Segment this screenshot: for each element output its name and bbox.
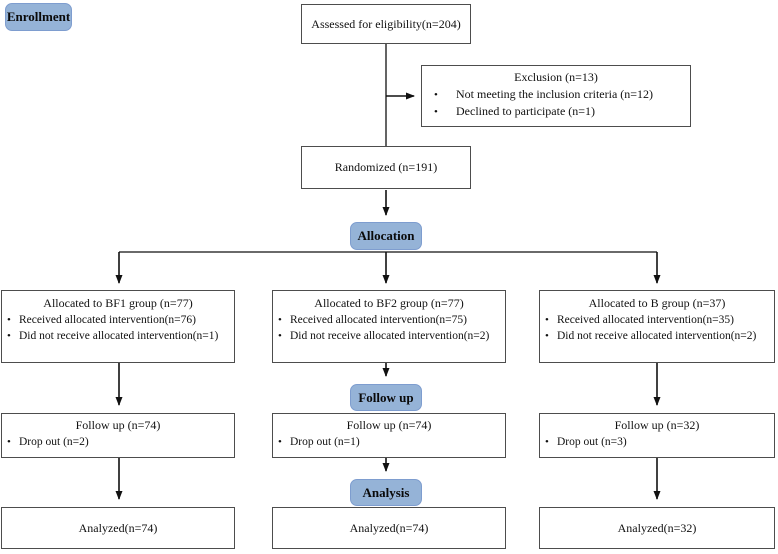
allocated-bullet-row: • Received allocated intervention(n=75): [273, 312, 505, 328]
follow-up-box-bf2: Follow up (n=74) • Drop out (n=1): [272, 413, 506, 458]
exclusion-bullet-text: Not meeting the inclusion criteria (n=12…: [456, 86, 654, 101]
bullet-icon: •: [7, 330, 11, 343]
allocated-bullet-text: Received allocated intervention(n=75): [290, 313, 467, 326]
allocated-bullet-text: Did not receive allocated intervention(n…: [290, 330, 490, 343]
bullet-icon: •: [7, 435, 11, 448]
bullet-icon: •: [278, 330, 282, 343]
follow-up-box-b: Follow up (n=32) • Drop out (n=3): [539, 413, 775, 458]
analyzed-box-b: Analyzed(n=32): [539, 507, 775, 549]
bullet-icon: •: [545, 435, 549, 448]
allocated-title: Allocated to B group (n=37): [588, 296, 726, 310]
enrollment-badge: Enrollment: [5, 3, 72, 31]
bullet-icon: •: [545, 330, 549, 343]
bullet-icon: •: [434, 88, 438, 101]
allocated-title: Allocated to BF1 group (n=77): [43, 296, 193, 310]
follow-up-badge: Follow up: [350, 384, 422, 411]
bullet-icon: •: [278, 435, 282, 448]
exclusion-bullet-text: Declined to participate (n=1): [456, 104, 596, 119]
exclusion-title: Exclusion (n=13): [514, 70, 598, 84]
allocation-badge: Allocation: [350, 222, 422, 250]
follow-up-bullet-row: • Drop out (n=2): [2, 434, 234, 450]
allocated-bullet-row: • Received allocated intervention(n=35): [540, 312, 774, 328]
analyzed-box-bf1: Analyzed(n=74): [1, 507, 235, 549]
exclusion-box: Exclusion (n=13) • Not meeting the inclu…: [421, 65, 691, 127]
allocated-box-bf1: Allocated to BF1 group (n=77) • Received…: [1, 290, 235, 363]
bullet-icon: •: [545, 313, 549, 326]
follow-up-bullet-text: Drop out (n=1): [290, 435, 360, 448]
follow-up-bullet-row: • Drop out (n=3): [540, 434, 774, 450]
exclusion-bullet-row: • Not meeting the inclusion criteria (n=…: [422, 86, 690, 103]
bullet-icon: •: [7, 313, 11, 326]
analysis-badge: Analysis: [350, 479, 422, 506]
assessed-eligibility-box: Assessed for eligibility(n=204): [301, 4, 471, 44]
follow-up-box-bf1: Follow up (n=74) • Drop out (n=2): [1, 413, 235, 458]
allocated-bullet-text: Received allocated intervention(n=35): [557, 313, 734, 326]
analyzed-box-bf2: Analyzed(n=74): [272, 507, 506, 549]
allocated-box-b: Allocated to B group (n=37) • Received a…: [539, 290, 775, 363]
allocated-bullet-text: Received allocated intervention(n=76): [19, 313, 196, 326]
follow-up-bullet-text: Drop out (n=2): [19, 435, 89, 448]
follow-up-bullet-row: • Drop out (n=1): [273, 434, 505, 450]
follow-up-bullet-text: Drop out (n=3): [557, 435, 627, 448]
follow-up-title: Follow up (n=74): [346, 418, 432, 432]
allocated-bullet-text: Did not receive allocated intervention(n…: [557, 330, 757, 343]
bullet-icon: •: [278, 313, 282, 326]
follow-up-title: Follow up (n=32): [614, 418, 700, 432]
allocated-bullet-row: • Received allocated intervention(n=76): [2, 312, 234, 328]
bullet-icon: •: [434, 106, 438, 119]
allocated-bullet-text: Did not receive allocated intervention(n…: [19, 330, 219, 343]
exclusion-bullet-row: • Declined to participate (n=1): [422, 103, 690, 120]
allocated-bullet-row: • Did not receive allocated intervention…: [273, 328, 505, 344]
randomized-box: Randomized (n=191): [301, 146, 471, 189]
allocated-bullet-row: • Did not receive allocated intervention…: [540, 328, 774, 344]
allocated-box-bf2: Allocated to BF2 group (n=77) • Received…: [272, 290, 506, 363]
allocated-title: Allocated to BF2 group (n=77): [314, 296, 464, 310]
allocated-bullet-row: • Did not receive allocated intervention…: [2, 328, 234, 344]
follow-up-title: Follow up (n=74): [75, 418, 161, 432]
